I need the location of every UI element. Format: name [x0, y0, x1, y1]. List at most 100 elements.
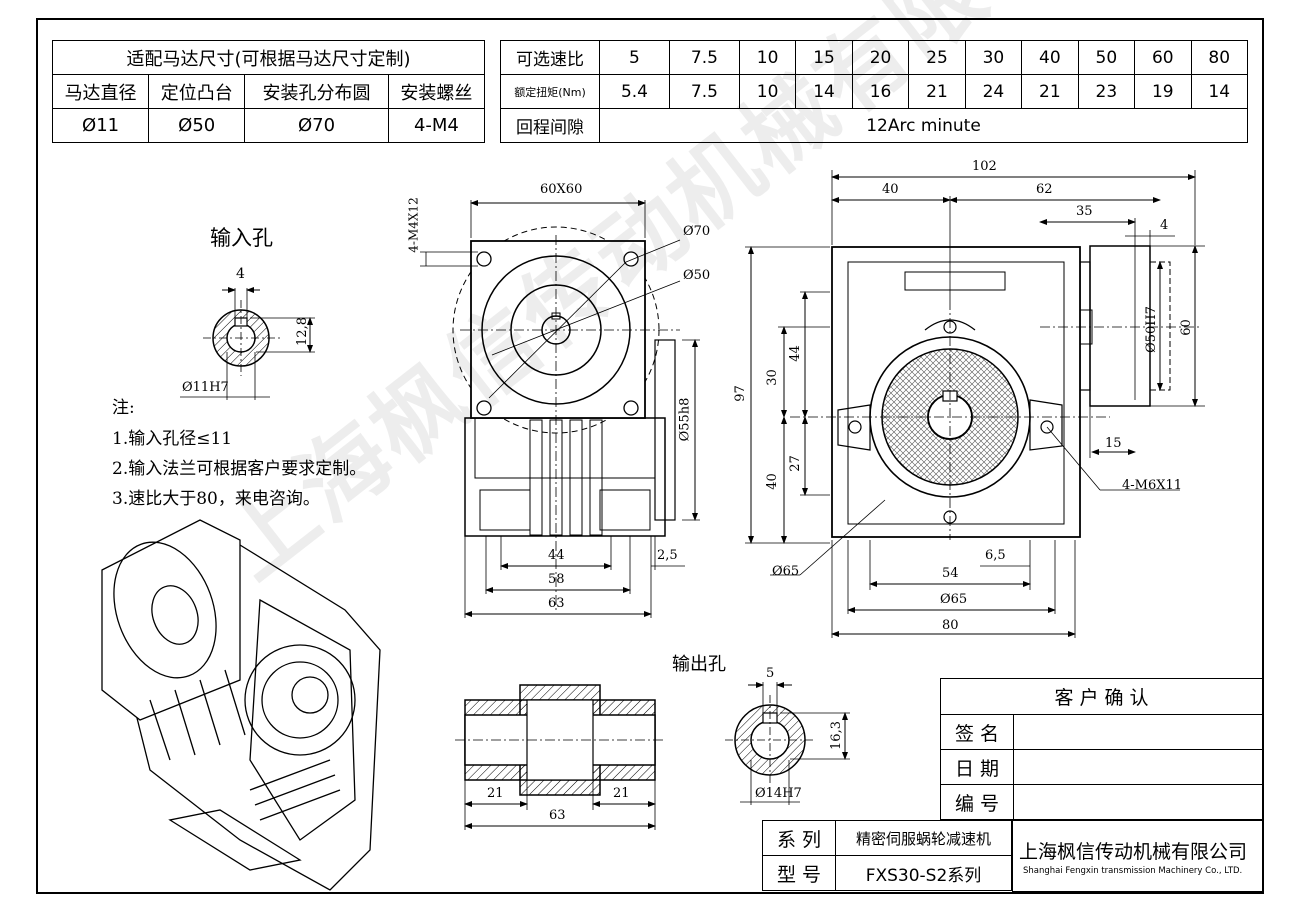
motor-size-table: 适配马达尺寸(可根据马达尺寸定制) 马达直径 定位凸台 安装孔分布圆 安装螺丝 …: [51, 40, 486, 143]
torque-cell: 5.4: [599, 74, 670, 109]
ratio-cell: 15: [795, 40, 853, 75]
dim-4: 4: [1160, 218, 1169, 233]
ratio-cell: 7.5: [668, 40, 740, 75]
ratio-cell: 50: [1077, 40, 1136, 75]
ratio-cell: 80: [1190, 40, 1248, 75]
motor-value: Ø70: [244, 108, 389, 143]
notes-title: 注:: [112, 398, 135, 418]
dim-30: 30: [764, 369, 780, 386]
dim-50h7: Ø50H7: [1143, 306, 1159, 353]
note-item: 1.输入孔径≤11: [112, 429, 233, 449]
output-height-dim: 16,3: [828, 721, 844, 750]
dim-60: 60: [1178, 319, 1194, 336]
dim-27: 27: [787, 455, 803, 472]
front-view-drawing: [420, 200, 700, 618]
dim-6-5: 6,5: [985, 548, 1006, 563]
dim-54: 54: [942, 566, 959, 581]
dim-62: 62: [1036, 182, 1053, 197]
output-l1-dim: 21: [487, 786, 504, 801]
output-hole-title: 输出孔: [672, 654, 726, 675]
dim-97: 97: [732, 385, 748, 402]
model-value: FXS30-S2系列: [835, 855, 1012, 891]
torque-cell: 24: [964, 74, 1023, 109]
dim-w44: 44: [548, 548, 565, 563]
dim-w58: 58: [548, 572, 565, 587]
motor-header: 马达直径: [51, 74, 150, 109]
ratio-cell: 40: [1021, 40, 1079, 75]
input-hole-drawing: [180, 287, 315, 400]
isometric-sketch: [101, 519, 381, 891]
series-value: 精密伺服蜗轮减速机: [835, 820, 1012, 856]
motor-value: Ø50: [148, 108, 246, 143]
torque-label: 额定扭矩(Nm): [500, 74, 600, 109]
series-label: 系 列: [762, 820, 836, 856]
ratio-label: 可选速比: [500, 40, 600, 75]
output-key-dim: 5: [766, 666, 775, 681]
note-item: 2.输入法兰可根据客户要求定制。: [112, 459, 367, 479]
motor-value: 4-M4: [387, 108, 486, 143]
backlash-label: 回程间隙: [500, 108, 600, 143]
dim-102: 102: [972, 159, 997, 174]
dim-40v: 40: [764, 473, 780, 490]
confirm-title: 客 户 确 认: [940, 678, 1263, 715]
torque-cell: 7.5: [668, 74, 740, 109]
dim-65b: Ø65: [940, 592, 968, 607]
motor-table-title: 适配马达尺寸(可根据马达尺寸定制): [52, 40, 485, 75]
backlash-value: 12Arc minute: [599, 108, 1248, 143]
dim-w63: 63: [548, 596, 565, 611]
dim-shaft: Ø55h8: [677, 397, 693, 442]
sign-field: [1013, 714, 1263, 750]
ratio-torque-table: 可选速比 5 7.5 10 15 20 25 30 40 50 60 80 额定…: [500, 40, 1248, 143]
ratio-cell: 60: [1134, 40, 1192, 75]
dim-pilot: Ø50: [683, 268, 711, 283]
customer-confirm-block: 客 户 确 认 签 名 日 期 编 号: [940, 678, 1263, 820]
number-field: [1013, 784, 1263, 820]
company-block: 上海枫信传动机械有限公司 Shanghai Fengxin transmissi…: [1012, 820, 1263, 892]
output-hole-drawing: [725, 682, 850, 805]
ratio-cell: 25: [908, 40, 966, 75]
dim-80: 80: [942, 618, 959, 633]
note-item: 3.速比大于80，来电咨询。: [112, 489, 320, 509]
ratio-cell: 10: [738, 40, 797, 75]
dim-m6: 4-M6X11: [1122, 478, 1183, 493]
dim-square: 60X60: [540, 182, 583, 197]
torque-cell: 14: [795, 74, 853, 109]
product-block: 系 列 精密伺服蜗轮减速机 型 号 FXS30-S2系列: [762, 820, 1012, 891]
sheet-border: [36, 18, 1264, 894]
torque-cell: 10: [738, 74, 797, 109]
dim-15: 15: [1105, 436, 1122, 451]
torque-cell: 16: [851, 74, 910, 109]
input-height-dim: 12,8: [294, 317, 310, 346]
number-label: 编 号: [940, 784, 1014, 820]
torque-cell: 23: [1077, 74, 1136, 109]
company-name-cn: 上海枫信传动机械有限公司: [1019, 841, 1248, 863]
side-view-drawing: [745, 170, 1205, 638]
torque-cell: 14: [1190, 74, 1248, 109]
dim-screw: 4-M4X12: [406, 197, 421, 253]
output-section-drawing: [455, 684, 665, 830]
input-key-dim: 4: [236, 266, 245, 282]
output-bore-dim: Ø14H7: [755, 786, 802, 801]
ratio-cell: 30: [964, 40, 1023, 75]
dim-44v: 44: [787, 345, 803, 362]
dim-40: 40: [882, 182, 899, 197]
dim-pcd: Ø70: [683, 224, 711, 239]
dim-65a: Ø65: [772, 564, 800, 579]
output-total-dim: 63: [549, 808, 566, 823]
torque-cell: 19: [1134, 74, 1192, 109]
torque-cell: 21: [1021, 74, 1079, 109]
dim-35: 35: [1076, 204, 1093, 219]
company-name-en: Shanghai Fengxin transmission Machinery …: [1023, 866, 1243, 876]
motor-header: 定位凸台: [148, 74, 246, 109]
date-label: 日 期: [940, 749, 1014, 785]
ratio-cell: 5: [599, 40, 670, 75]
input-bore-dim: Ø11H7: [182, 380, 229, 395]
ratio-cell: 20: [851, 40, 910, 75]
motor-value: Ø11: [51, 108, 150, 143]
torque-cell: 21: [908, 74, 966, 109]
input-hole-title: 输入孔: [210, 226, 273, 250]
model-label: 型 号: [762, 855, 836, 891]
motor-header: 安装螺丝: [387, 74, 486, 109]
output-l2-dim: 21: [613, 786, 630, 801]
